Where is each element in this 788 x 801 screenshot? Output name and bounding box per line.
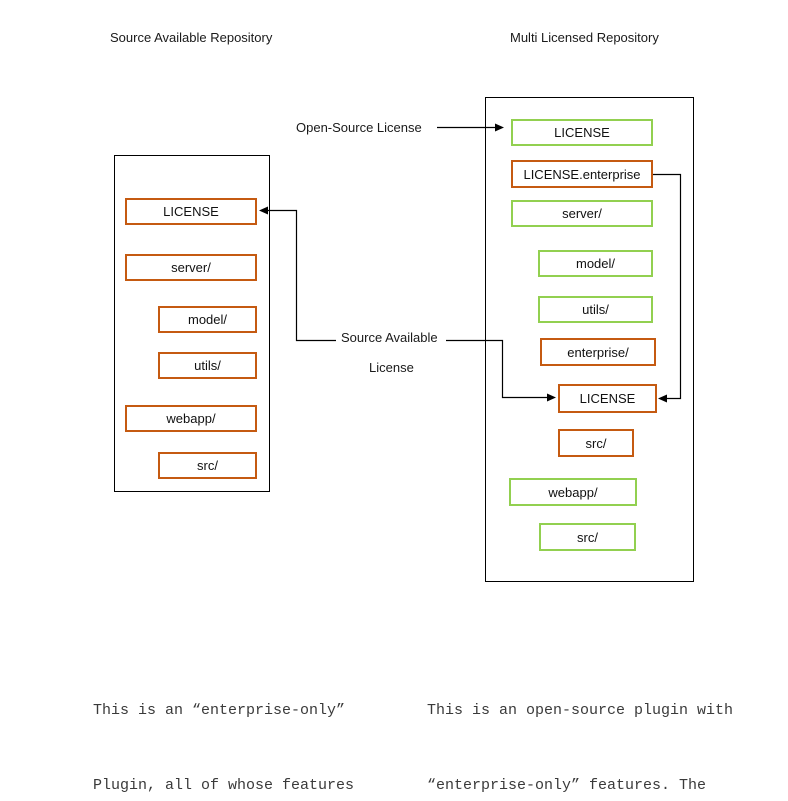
right-caption-line: This is an open-source plugin with [427,702,734,719]
right-folder-box-src: src/ [539,523,636,551]
left-caption-line: This is an “enterprise-only” [93,702,346,719]
left-folder-box-src: src/ [158,452,257,479]
source-available-label-line1: Source Available [341,330,438,345]
left-folder-box-server: server/ [125,254,257,281]
left-caption: This is an “enterprise-only” Plugin, all… [93,648,408,801]
left-folder-box-model: model/ [158,306,257,333]
left-folder-box-webapp: webapp/ [125,405,257,432]
arrow-source-available-to-left-license-line [268,209,336,342]
right-folder-box-license-sourceavailable: LICENSE [558,384,657,413]
right-caption-line: “enterprise-only” features. The [427,777,707,794]
right-repo-outline [485,97,694,582]
right-repo-title: Multi Licensed Repository [510,30,659,45]
left-caption-line: Plugin, all of whose features [93,777,355,794]
right-folder-box-license-enterprise: LICENSE.enterprise [511,160,653,188]
source-available-label-line2: License [369,360,414,375]
open-source-license-label: Open-Source License [296,120,422,135]
left-folder-box-license: LICENSE [125,198,257,225]
right-folder-box-server: server/ [511,200,653,227]
right-folder-box-src-enterprise: src/ [558,429,634,457]
right-caption: This is an open-source plugin with “ente… [427,648,733,801]
left-repo-title: Source Available Repository [110,30,273,45]
left-folder-box-utils: utils/ [158,352,257,379]
right-folder-box-model: model/ [538,250,653,277]
right-folder-box-license-open: LICENSE [511,119,653,146]
right-folder-box-enterprise: enterprise/ [540,338,656,366]
right-folder-box-utils: utils/ [538,296,653,323]
right-folder-box-webapp: webapp/ [509,478,637,506]
